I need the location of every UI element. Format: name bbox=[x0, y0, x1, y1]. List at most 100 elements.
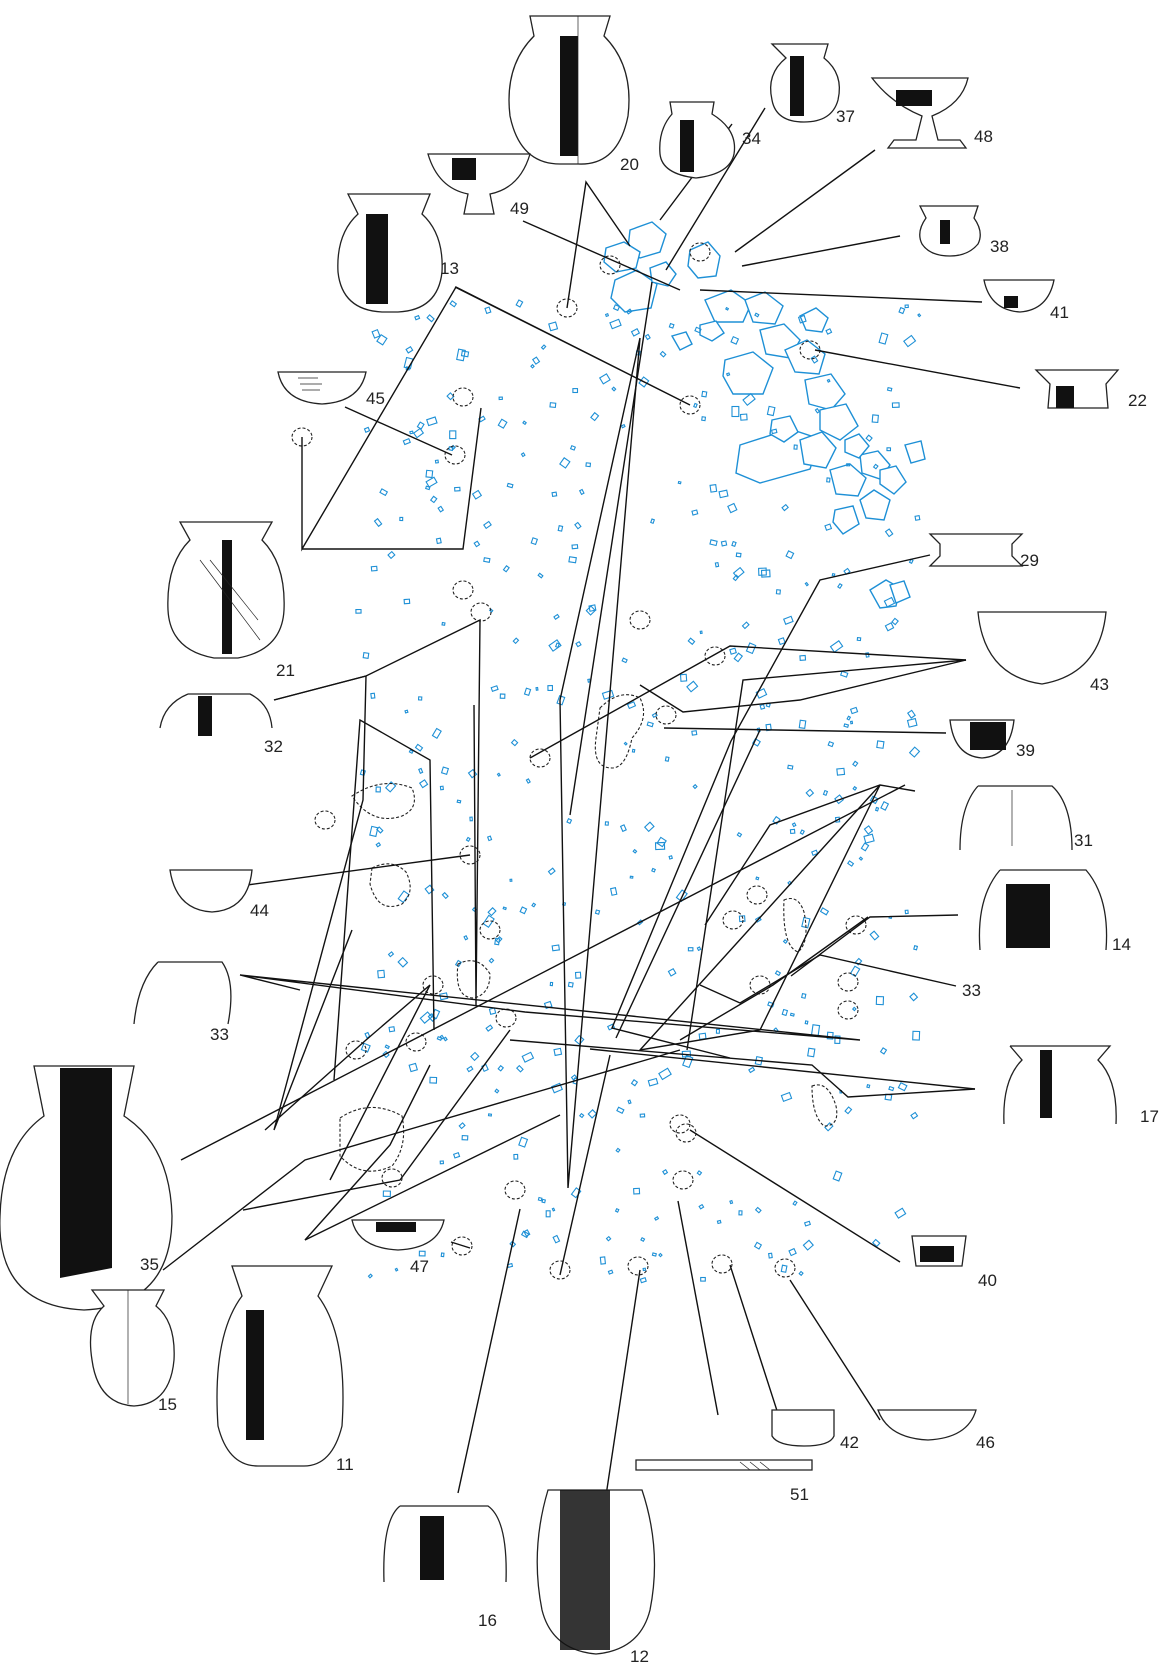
stone-chip bbox=[405, 345, 414, 354]
vessel-45: 45 bbox=[277, 371, 385, 408]
vessel-number-49: 49 bbox=[510, 199, 529, 218]
stone-chip bbox=[439, 1034, 445, 1040]
stone-chip bbox=[759, 703, 766, 710]
stone-chip bbox=[531, 356, 541, 365]
find-spot-circle bbox=[451, 1236, 473, 1256]
stone-chip bbox=[551, 1207, 556, 1212]
vessel-31: 31 bbox=[959, 785, 1093, 851]
stone-distribution-plan bbox=[291, 221, 926, 1284]
stone-chip bbox=[698, 1032, 707, 1040]
stone-chip bbox=[668, 322, 675, 329]
stone-chip bbox=[894, 1207, 907, 1219]
stone-chip bbox=[849, 706, 859, 715]
stone-chip bbox=[434, 459, 439, 464]
stone-chip bbox=[829, 640, 844, 653]
stone-chip bbox=[588, 604, 597, 612]
stone-chip bbox=[752, 738, 761, 747]
find-spot-circle bbox=[746, 885, 768, 905]
vessel-number-39: 39 bbox=[1016, 741, 1035, 760]
stone-chip bbox=[871, 414, 879, 424]
stone-chip bbox=[691, 509, 699, 516]
find-spot-circle bbox=[845, 915, 867, 935]
stone-chip bbox=[797, 314, 807, 324]
stone-chip bbox=[439, 1160, 445, 1165]
find-spot-circle bbox=[314, 810, 336, 830]
stone-chip bbox=[460, 350, 470, 358]
vessel-number-45: 45 bbox=[366, 389, 385, 408]
stone-chip bbox=[437, 505, 445, 513]
stone-chip bbox=[568, 556, 577, 564]
find-spot-circle bbox=[599, 255, 621, 275]
find-spot-circle bbox=[504, 1180, 526, 1200]
stone-chip bbox=[416, 421, 425, 430]
stone-chip bbox=[886, 447, 892, 452]
stone-chip bbox=[910, 1111, 919, 1120]
stone-chip bbox=[418, 779, 429, 789]
stone-chip bbox=[548, 321, 559, 332]
stone-chip bbox=[574, 521, 582, 530]
stone-chip bbox=[360, 1042, 371, 1053]
find-spot-circle bbox=[774, 1258, 796, 1278]
stone-chip bbox=[394, 1267, 399, 1272]
stone-chip bbox=[362, 651, 370, 659]
stone-chip bbox=[429, 1076, 438, 1084]
stone-chip bbox=[798, 1270, 804, 1277]
stone-chip bbox=[554, 642, 560, 649]
vessel-39: 39 bbox=[949, 719, 1035, 760]
stone-chip bbox=[454, 959, 462, 968]
stone-chip bbox=[691, 730, 698, 736]
stone-chip bbox=[419, 1011, 433, 1024]
stone-chip bbox=[578, 1112, 585, 1119]
find-spot-circle bbox=[529, 748, 551, 768]
vessel-20: 20 bbox=[508, 15, 639, 174]
stone-chip bbox=[387, 951, 395, 958]
stone-chip bbox=[435, 537, 442, 545]
stone-chip bbox=[693, 402, 698, 409]
stone-chip bbox=[715, 1028, 720, 1034]
stone-chip bbox=[826, 1031, 834, 1040]
stone-chip bbox=[651, 867, 657, 873]
stone-chip bbox=[614, 1207, 620, 1213]
stone-chip bbox=[872, 463, 879, 470]
stone-chip bbox=[888, 1085, 895, 1092]
stone-chip bbox=[523, 687, 532, 697]
stone-chip bbox=[483, 557, 491, 563]
stone-chip bbox=[802, 1239, 814, 1251]
stone-chip bbox=[494, 1088, 500, 1094]
stone-chip bbox=[498, 396, 503, 401]
stone-chip bbox=[819, 907, 830, 916]
stone-chip bbox=[518, 1136, 529, 1148]
stone-chip bbox=[825, 328, 833, 335]
vessel-13: 13 bbox=[337, 193, 459, 313]
stone-chip bbox=[736, 831, 743, 838]
stone-chip bbox=[720, 540, 728, 547]
stone-chip bbox=[834, 1035, 841, 1045]
vessel-number-21: 21 bbox=[276, 661, 295, 680]
vessel-number-42: 42 bbox=[840, 1433, 859, 1452]
stone-chip bbox=[791, 822, 797, 828]
vessel-44: 44 bbox=[169, 869, 269, 920]
stone-chip bbox=[643, 821, 655, 833]
vessel-number-35: 35 bbox=[140, 1255, 159, 1274]
stone-chip bbox=[754, 312, 760, 318]
vessel-number-12: 12 bbox=[630, 1647, 649, 1666]
stone-chip bbox=[852, 760, 859, 768]
find-spot-circle bbox=[837, 972, 859, 992]
stone-chip bbox=[837, 582, 843, 590]
stone-chip bbox=[727, 502, 738, 514]
find-spot-circle bbox=[549, 1260, 571, 1280]
stone-chip bbox=[575, 640, 582, 648]
stone-chip bbox=[499, 693, 506, 699]
stone-chip bbox=[547, 685, 554, 692]
stone-chip bbox=[698, 1203, 705, 1210]
stone-chip bbox=[639, 1113, 646, 1118]
stone-chip bbox=[531, 902, 537, 908]
vessel-33-left: 33 bbox=[133, 961, 232, 1044]
stone-chip bbox=[846, 715, 852, 721]
vessel-number-34: 34 bbox=[742, 129, 761, 148]
vessel-47: 47 bbox=[351, 1219, 445, 1276]
vessel-number-41: 41 bbox=[1050, 303, 1069, 322]
vessel-number-43: 43 bbox=[1090, 675, 1109, 694]
stone-chip bbox=[497, 1064, 505, 1072]
